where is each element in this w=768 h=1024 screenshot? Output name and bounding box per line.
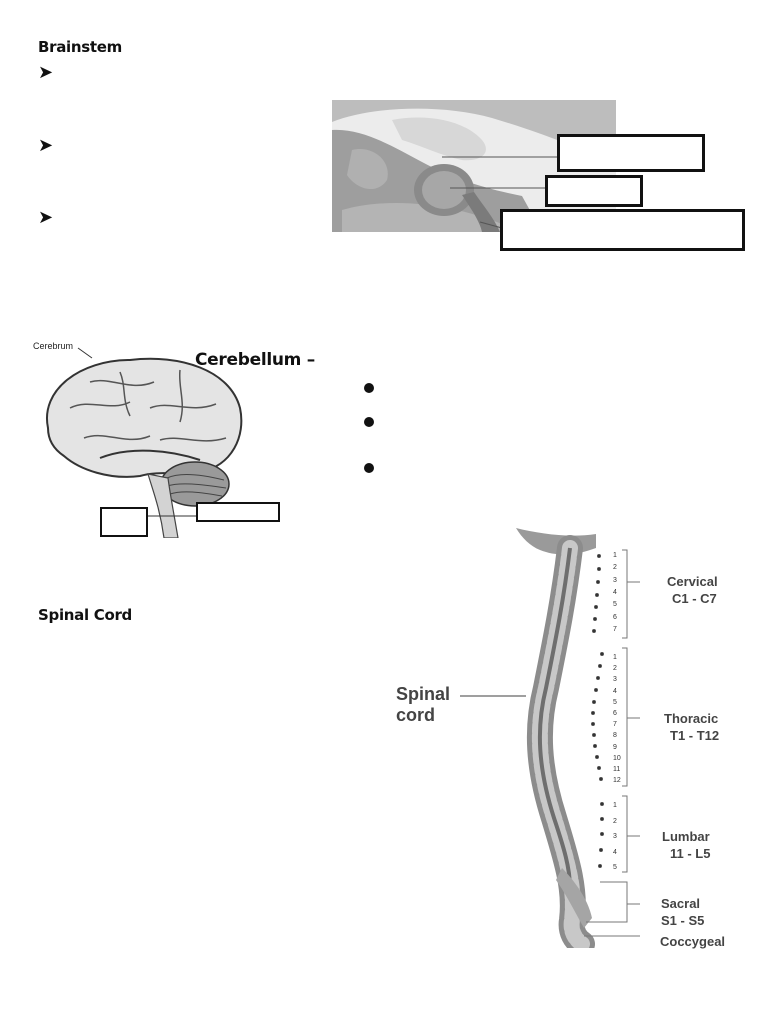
label-box-2[interactable] bbox=[545, 175, 643, 207]
brainstem-heading: Brainstem bbox=[38, 38, 122, 56]
vertebra-number-thoracic: 10 bbox=[613, 754, 621, 762]
cerebellum-heading: Cerebellum – bbox=[195, 350, 315, 370]
region-lumbar-range: 11 - L5 bbox=[670, 846, 711, 861]
label-box-3[interactable] bbox=[500, 209, 745, 251]
region-thoracic-name: Thoracic bbox=[664, 711, 719, 726]
bullet-dot-icon bbox=[364, 463, 374, 473]
vertebra-number-cervical: 1 bbox=[613, 552, 617, 559]
vertebra-number-lumbar: 1 bbox=[613, 802, 617, 809]
vertebra-number-lumbar: 2 bbox=[613, 817, 617, 825]
vertebra-number-thoracic: 7 bbox=[613, 721, 617, 729]
bullet-dot-icon bbox=[364, 417, 374, 427]
vertebra-number-cervical: 2 bbox=[613, 564, 617, 572]
region-lumbar-name: Lumbar bbox=[662, 829, 710, 844]
vertebra-number-thoracic: 1 bbox=[613, 654, 617, 661]
region-sacral-range: S1 - S5 bbox=[661, 913, 705, 928]
label-box-1[interactable] bbox=[557, 134, 705, 172]
vertebra-number-thoracic: 8 bbox=[613, 732, 617, 740]
vertebra-number-thoracic: 4 bbox=[613, 687, 617, 695]
vertebra-number-thoracic: 12 bbox=[613, 777, 621, 785]
vertebra-number-cervical: 3 bbox=[613, 576, 617, 584]
vertebra-number-cervical: 5 bbox=[613, 601, 617, 609]
bullet-arrow-icon: ➤ bbox=[38, 62, 54, 83]
region-cervical-range: C1 - C7 bbox=[672, 591, 717, 606]
bullet-arrow-icon: ➤ bbox=[38, 135, 54, 156]
cerebellum-label-box-1[interactable] bbox=[100, 507, 148, 537]
vertebra-number-thoracic: 11 bbox=[613, 766, 621, 773]
bullet-arrow-icon: ➤ bbox=[38, 207, 54, 228]
spinal-cord-leader-line bbox=[460, 695, 526, 697]
vertebra-number-lumbar: 4 bbox=[613, 848, 617, 856]
vertebra-number-thoracic: 2 bbox=[613, 665, 617, 673]
vertebra-number-thoracic: 6 bbox=[613, 710, 617, 717]
spinal-cord-label: Spinal cord bbox=[396, 684, 451, 725]
cerebellum-label-box-2[interactable] bbox=[196, 502, 280, 522]
vertebra-number-lumbar: 5 bbox=[613, 864, 617, 872]
vertebra-number-lumbar: 3 bbox=[613, 833, 617, 841]
region-coccygeal-name: Coccygeal bbox=[660, 934, 726, 949]
region-thoracic-range: T1 - T12 bbox=[670, 728, 720, 743]
vertebra-number-cervical: 4 bbox=[613, 588, 617, 596]
vertebra-number-cervical: 6 bbox=[613, 613, 617, 621]
vertebra-number-thoracic: 3 bbox=[613, 676, 617, 684]
whole-brain-image bbox=[30, 338, 290, 538]
spinal-cord-heading: Spinal Cord bbox=[38, 606, 132, 624]
vertebra-number-cervical: 7 bbox=[613, 625, 617, 633]
region-sacral-name: Sacral bbox=[661, 896, 701, 911]
spine-image bbox=[516, 528, 640, 948]
vertebra-number-thoracic: 9 bbox=[613, 743, 617, 751]
bullet-dot-icon bbox=[364, 383, 374, 393]
vertebra-number-thoracic: 5 bbox=[613, 698, 617, 706]
cerebrum-label: Cerebrum bbox=[33, 341, 74, 351]
region-cervical-name: Cervical bbox=[667, 574, 718, 589]
